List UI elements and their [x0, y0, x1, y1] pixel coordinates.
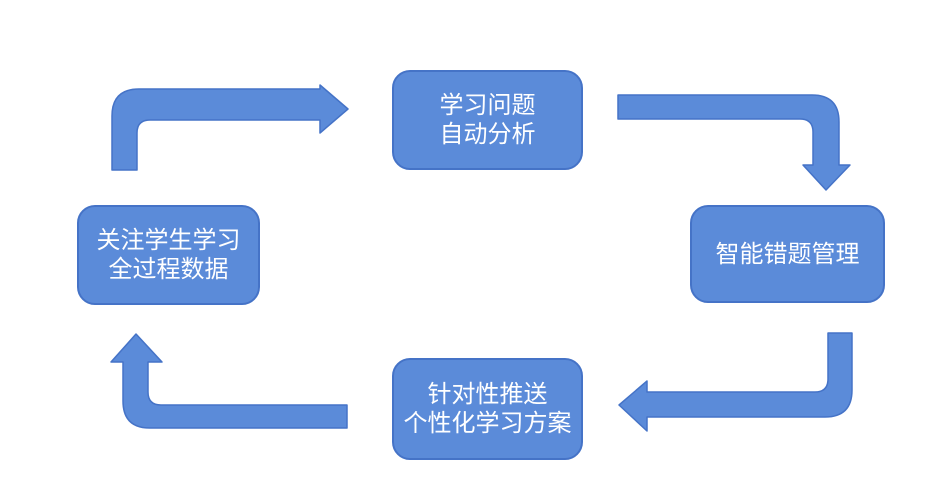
node-label-line: 关注学生学习 [96, 227, 241, 254]
arrow-bottom-to-left-icon [110, 333, 348, 429]
node-targeted-personalized-plan-push: 针对性推送 个性化学习方案 [392, 358, 583, 460]
node-label-line: 学习问题 [439, 92, 536, 119]
node-label-line: 全过程数据 [108, 256, 229, 283]
arrow-right-to-bottom-icon [618, 332, 853, 432]
node-student-whole-process-data: 关注学生学习 全过程数据 [77, 205, 260, 305]
arrow-left-to-top-icon [111, 84, 349, 171]
node-label-line: 自动分析 [439, 121, 536, 148]
node-smart-mistake-management: 智能错题管理 [690, 205, 885, 303]
node-label-line: 智能错题管理 [715, 240, 860, 268]
arrow-top-to-right-icon [617, 94, 851, 191]
node-learning-problem-auto-analysis: 学习问题 自动分析 [392, 70, 583, 170]
node-label-line: 针对性推送 [427, 381, 548, 408]
node-label-line: 个性化学习方案 [403, 410, 572, 437]
